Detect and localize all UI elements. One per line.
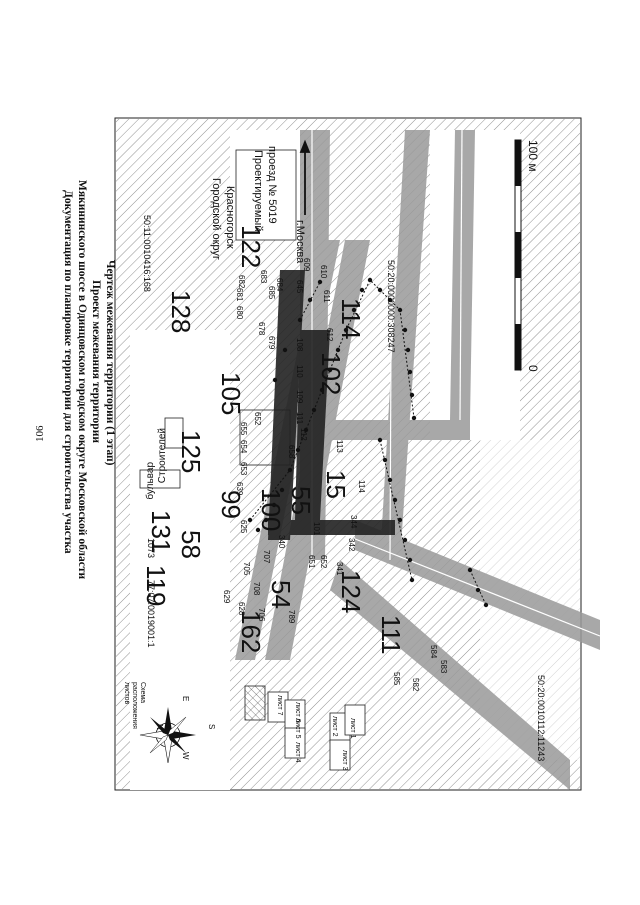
point-111: 111 [295,412,304,425]
point-705: 705 [242,562,251,576]
point-654: 654 [239,440,248,454]
point-341: 341 [335,562,344,576]
point-655: 655 [239,422,248,436]
point-684: 684 [275,278,284,292]
parcel-119: 119 [141,565,171,607]
point-679: 679 [267,336,276,350]
compass-n: N [155,724,164,730]
point-114: 114 [357,480,366,493]
cadastral-4: 50:20:0010112:11243 [536,675,546,762]
parcel-15: 15 [321,470,351,499]
point-708: 708 [252,582,261,596]
point-584: 584 [429,645,438,659]
scale-start-label: 0 [526,365,540,372]
point-101: 101 [312,522,321,536]
scale-bar [514,139,522,371]
point-683: 683 [259,270,268,284]
parcel-124: 124 [336,570,366,614]
parcel-100: 100 [256,488,286,532]
parcel-105: 105 [216,372,246,416]
point-609: 609 [302,258,311,272]
point-680: 680 [235,306,244,320]
compass-w: W [181,752,190,760]
title-line-2: Мякининского шоссе в Одинцовском городск… [76,180,88,580]
point-610: 610 [319,265,328,279]
point-789: 789 [287,610,296,624]
sheet-label-5: лист 5 [294,718,301,739]
compass-e: E [181,696,190,702]
point-342: 342 [347,538,356,552]
point-706: 706 [257,608,266,622]
sheet-label-7: лист 7 [276,695,283,716]
point-628: 628 [237,602,246,616]
point-625: 625 [239,520,248,534]
parcel-58: 58 [176,530,206,559]
parcel-131: 131 [146,510,176,554]
point-112: 112 [299,428,308,441]
sheet-label-3: лист 3 [341,750,348,771]
parcel-125: 125 [176,430,206,474]
cadastral-2: 50:11:0010416:168 [142,215,152,292]
point-685: 685 [267,286,276,300]
sheet-label-1: лист 1 [349,718,356,739]
compass-s: S [207,724,216,730]
sheet-label-4: лист 4 [294,742,301,763]
point-652a: 652 [253,412,262,426]
point-109: 109 [295,390,304,404]
proezd-label-2: проезд № 5019 [266,146,278,224]
layout-scheme-title: Схема расположения листов [123,682,146,729]
parcel-114: 114 [336,298,366,340]
title-line-1: Документация по планировке территории дл… [62,190,74,554]
point-639: 639 [235,482,244,496]
point-611: 611 [322,290,331,303]
title-line-4: Чертеж межевания территории (1 этап) [104,260,116,466]
point-612: 612 [325,328,334,342]
point-653: 653 [239,462,248,476]
point-582: 582 [411,678,420,692]
moscow-label: г.Москва [294,220,306,264]
parcel-54: 54 [266,580,296,609]
bulvar-label-1: бульвар [145,462,156,500]
title-line-3: Проект межевания территории [90,280,102,443]
moscow-arrow [299,139,311,215]
parcel-55: 55 [286,486,316,515]
layout-scheme [244,685,366,771]
point-707: 707 [262,550,271,564]
map-text-layer: Документация по планировке территории дл… [62,110,566,800]
point-652: 652 [319,555,328,569]
parcel-102: 102 [316,352,346,396]
cadastral-3: 50:20:0000000:308247 [386,260,396,353]
parcel-122: 122 [236,225,266,269]
compass-rose-icon [139,707,196,764]
parcel-111: 111 [376,615,406,655]
proezd-label-1: Проектируемый [252,150,264,232]
sheet-label-2: лист 2 [331,716,338,737]
point-651: 651 [307,555,316,569]
scale-end-label: 100 м [526,140,540,172]
bulvar-label-2: Строителей [157,428,168,484]
point-585: 585 [392,672,401,686]
point-583: 583 [439,660,448,674]
point-110: 110 [295,365,304,378]
point-344: 344 [349,515,358,529]
okrug-label: Городской округ [210,178,222,260]
point-645: 645 [295,280,304,294]
point-108: 108 [295,338,304,352]
parcel-128: 128 [166,290,196,334]
point-113: 113 [335,440,344,453]
point-681: 681 [235,288,244,302]
point-340: 340 [277,535,286,549]
point-629: 629 [222,590,231,604]
point-678: 678 [257,322,266,336]
point-658: 658 [287,445,296,459]
point-682: 682 [237,275,246,289]
